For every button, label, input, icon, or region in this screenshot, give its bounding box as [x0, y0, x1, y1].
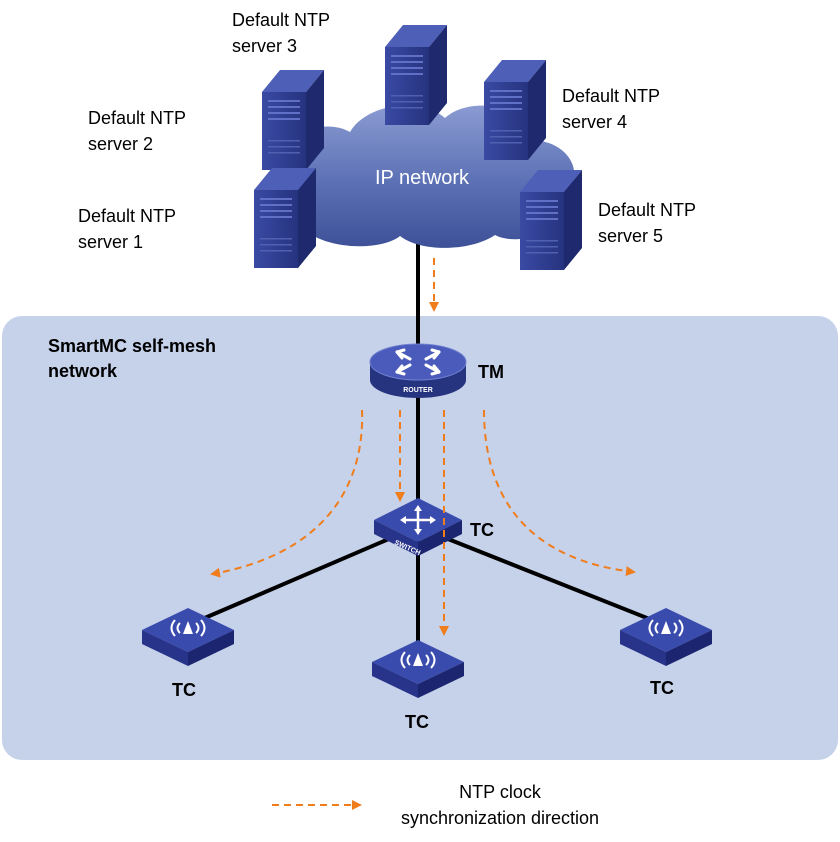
link-switch-ap3 — [436, 533, 654, 622]
server-label-2: Default NTP server 2 — [88, 108, 186, 154]
server-2-line2: server 2 — [88, 134, 153, 154]
switch-icon: SWITCH — [374, 498, 462, 557]
server-label-4: Default NTP server 4 — [562, 86, 660, 132]
server-3-line1: Default NTP — [232, 10, 330, 30]
server-1-line2: server 1 — [78, 232, 143, 252]
network-links — [198, 240, 654, 652]
legend-line1: NTP clock — [459, 782, 542, 802]
ip-network-label: IP network — [375, 167, 470, 189]
ap-label-2: TC — [405, 712, 429, 732]
server-icon-1 — [254, 168, 316, 268]
router-label: TM — [478, 362, 504, 382]
server-5-line2: server 5 — [598, 226, 663, 246]
server-3-line2: server 3 — [232, 36, 297, 56]
mesh-label-line2: network — [48, 361, 118, 381]
router-icon: ROUTER — [369, 343, 467, 398]
server-icon-3 — [385, 25, 447, 125]
server-icon-4 — [484, 60, 546, 160]
server-label-3: Default NTP server 3 — [232, 10, 330, 56]
switch-label: TC — [470, 520, 494, 540]
legend: NTP clock synchronization direction — [272, 782, 599, 828]
server-icon-2 — [262, 70, 324, 170]
router-device-text: ROUTER — [403, 387, 433, 394]
arrow-router-to-ap3 — [483, 409, 636, 577]
ap-label-1: TC — [172, 680, 196, 700]
server-4-line2: server 4 — [562, 112, 627, 132]
arrow-router-to-ap1 — [210, 409, 364, 578]
legend-line2: synchronization direction — [401, 808, 599, 828]
server-4-line1: Default NTP — [562, 86, 660, 106]
mesh-label-line1: SmartMC self-mesh — [48, 336, 216, 356]
server-icon-5 — [520, 170, 582, 270]
server-1-line1: Default NTP — [78, 206, 176, 226]
server-label-1: Default NTP server 1 — [78, 206, 176, 252]
server-2-line1: Default NTP — [88, 108, 186, 128]
ap-label-3: TC — [650, 678, 674, 698]
sync-arrows — [210, 258, 636, 636]
link-switch-ap1 — [198, 533, 400, 622]
mesh-label: SmartMC self-mesh network — [48, 336, 216, 381]
server-label-5: Default NTP server 5 — [598, 200, 696, 246]
server-5-line1: Default NTP — [598, 200, 696, 220]
